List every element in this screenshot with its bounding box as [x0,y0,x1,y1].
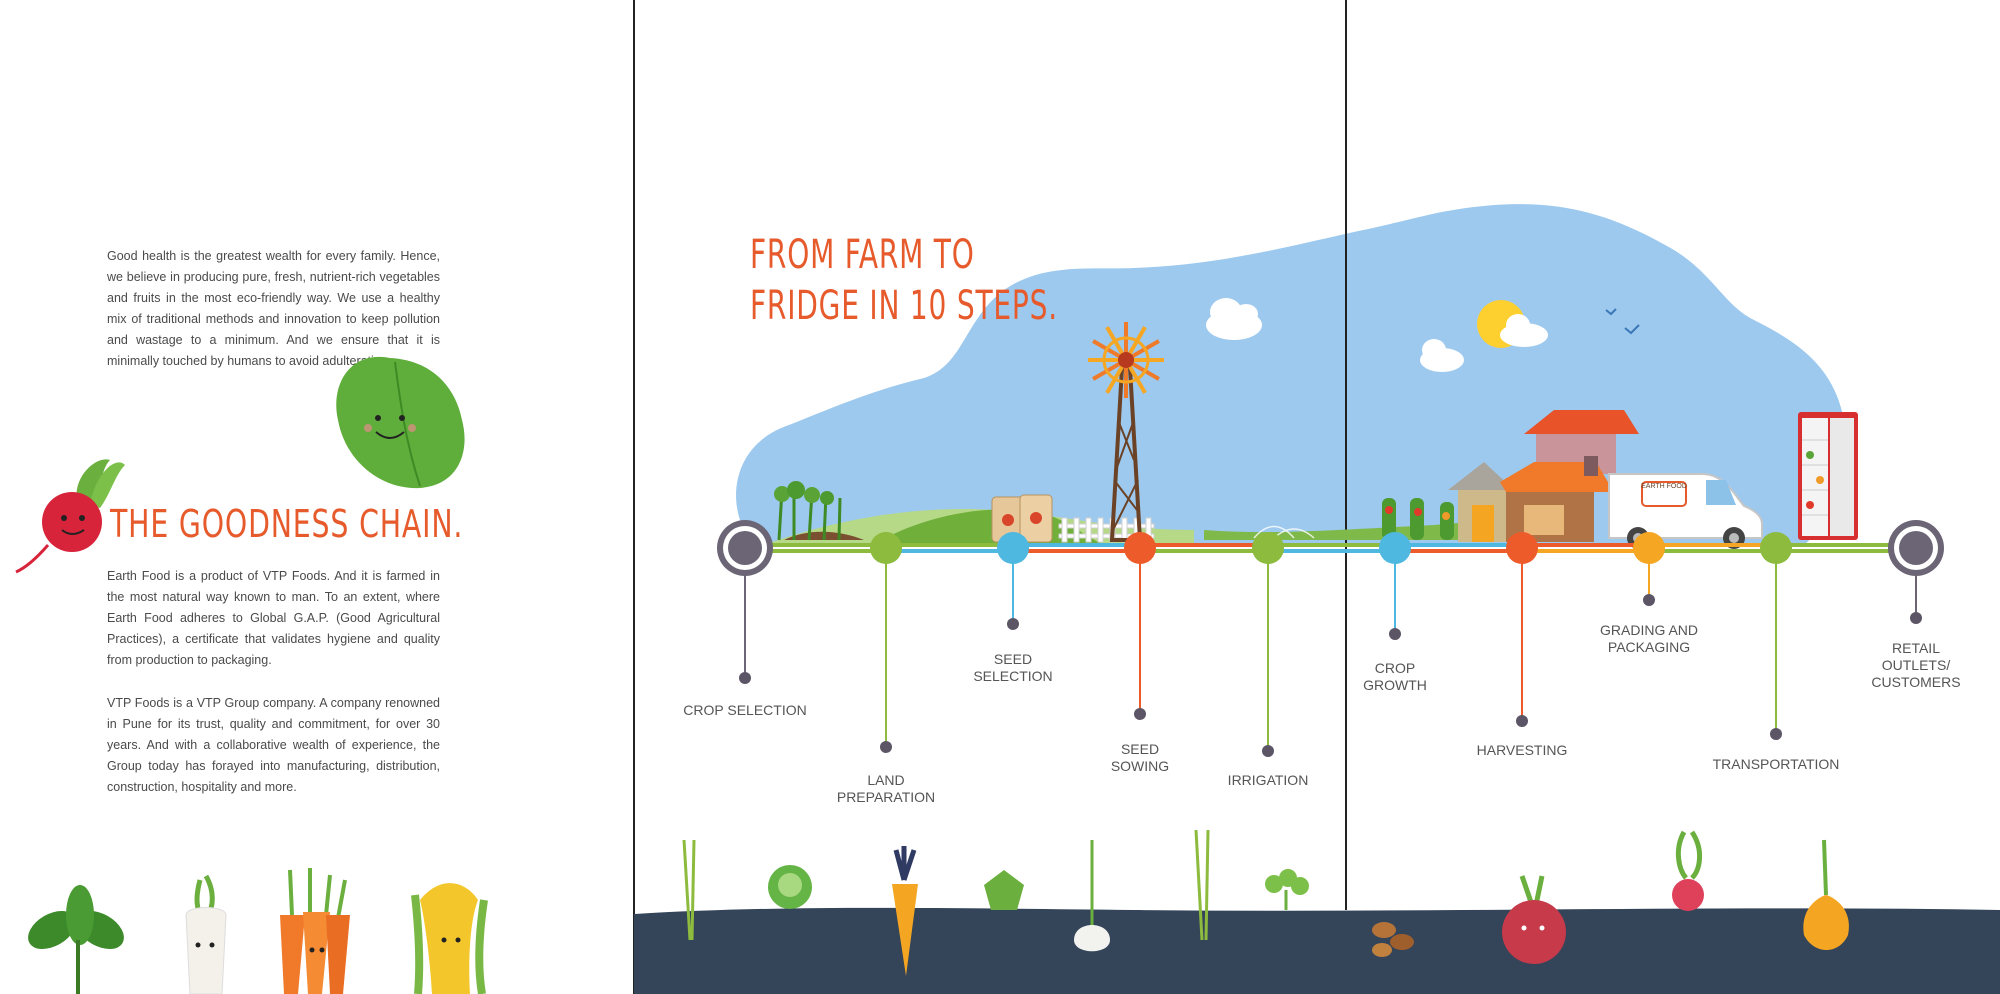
step-label: HARVESTING [1476,742,1568,758]
crop-plants-icon [774,481,842,541]
cabbage-icon [768,865,812,909]
process-steps [717,520,1944,757]
page-divider-left [633,0,635,994]
step-pin [1516,715,1528,727]
step-pin [1007,618,1019,630]
windmill-rim [1102,336,1150,384]
step-label: TRANSPORTATION [1712,756,1840,772]
farm-to-fridge-diagram: EARTH FOOD [634,0,2000,994]
garlic-icon [1074,840,1110,952]
step-label: SEED SOWING [1110,741,1170,774]
soil-ground-strip [634,907,2000,994]
goodness-chain-heading: THE GOODNESS CHAIN. [110,502,464,546]
step-node [997,532,1029,564]
step-node [870,532,902,564]
about-paragraph: Earth Food is a product of VTP Foods. An… [107,569,440,667]
fridge-icon [1798,412,1858,540]
farm-to-fridge-heading: FROM FARM TO FRIDGE IN 10 STEPS. [750,230,1058,332]
intro-paragraph: Good health is the greatest wealth for e… [107,249,440,368]
fence-icon [1058,523,1155,539]
step-node [1252,532,1284,564]
step-label: IRRIGATION [1227,772,1309,788]
onion-icon [1803,839,1849,950]
radish-icon [1672,830,1704,911]
step-node [1633,532,1665,564]
step-pin [1389,628,1401,640]
step-node-inner [728,531,762,565]
van-brand-text: EARTH FOOD [1641,483,1687,490]
herb-icon [1265,869,1309,910]
step-label: GRADING AND PACKAGING [1599,622,1699,655]
artichoke-icon [984,870,1024,910]
heading-line-1: FROM FARM TO [750,232,975,278]
step-pin [880,741,892,753]
birds-icon [1605,308,1640,335]
corn-icon [411,883,488,994]
cloud-icon [1206,298,1262,340]
step-node [1506,532,1538,564]
process-track [745,543,1916,553]
sun-icon [1477,300,1548,348]
step-label: LAND PREPARATION [836,772,936,805]
step-node-inner [1899,531,1933,565]
carrot-icon [892,846,918,976]
heading-line-2: FRIDGE IN 10 STEPS. [750,283,1058,329]
radish-character-icon [15,459,125,574]
peanut-leaf-icon [28,885,124,994]
step-label: SEED SELECTION [973,651,1053,684]
step-pin [1643,594,1655,606]
step-pin [1134,708,1146,720]
step-pin [739,672,751,684]
step-node [1760,532,1792,564]
step-label: RETAIL OUTLETS/ CUSTOMERS [1871,640,1961,690]
tomato-plants-icon [1382,498,1454,540]
left-illustrations [15,356,488,994]
potatoes-icon [1372,922,1414,957]
step-pin [1262,745,1274,757]
step-node [1379,532,1411,564]
step-node [1124,532,1156,564]
right-page: EARTH FOOD [634,0,2000,994]
white-radish-icon [185,874,227,994]
seed-sacks-icon [991,494,1053,543]
farmhouse-icon [1448,410,1639,542]
carrots-icon [280,868,350,994]
step-label: CROP GROWTH [1363,660,1427,693]
left-page: Good health is the greatest wealth for e… [0,0,634,994]
beetroot-icon [1502,875,1566,964]
step-pin [1910,612,1922,624]
company-paragraph: VTP Foods is a VTP Group company. A comp… [107,696,440,794]
step-pin [1770,728,1782,740]
leaf-character-icon [336,356,465,489]
spring-onion-icon [682,829,1210,941]
step-label: CROP SELECTION [683,702,807,718]
cloud-small-icon [1420,339,1464,372]
